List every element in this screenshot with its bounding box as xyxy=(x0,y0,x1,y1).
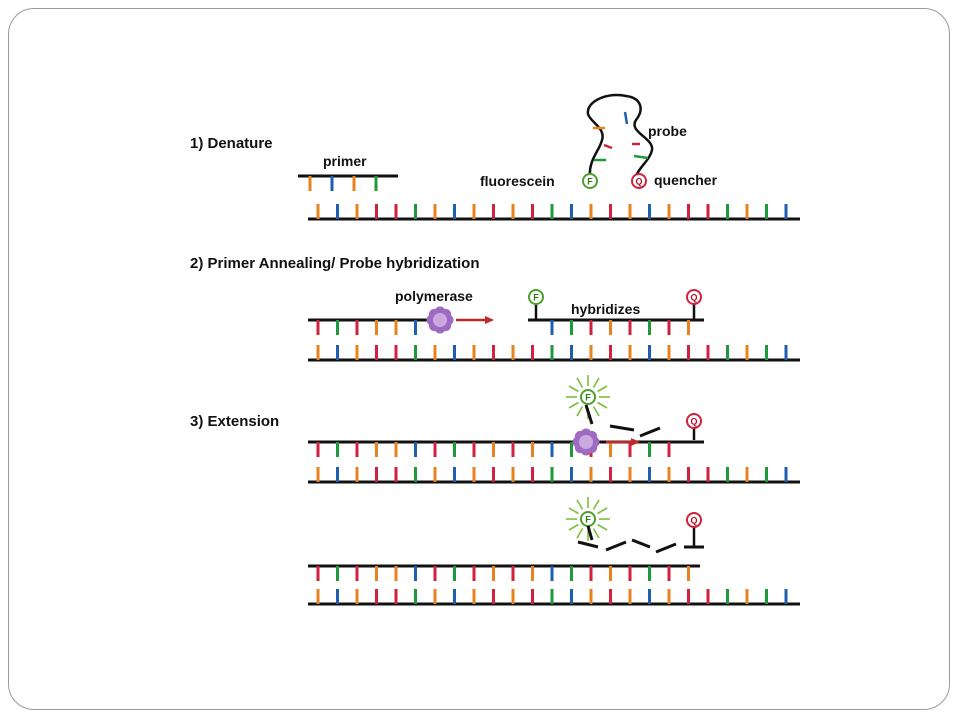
fluorescein-icon xyxy=(582,173,598,189)
probe-fragment xyxy=(584,404,594,425)
primer-bases-2 xyxy=(316,320,417,335)
panel-annealing: polymerase F Q hybridizes xyxy=(308,288,800,362)
probe-fragment xyxy=(577,540,599,549)
probe-base xyxy=(603,143,613,150)
glow-ray xyxy=(592,377,600,388)
glow-ray xyxy=(568,523,579,531)
primer-label: primer xyxy=(323,153,367,169)
glow-ray xyxy=(568,507,579,515)
glow-ray xyxy=(576,377,584,388)
glow-ray xyxy=(592,406,600,417)
quencher-icon xyxy=(686,512,702,528)
hybridizes-label: hybridizes xyxy=(571,301,640,317)
extended-bases-4 xyxy=(316,566,690,581)
probe-hairpin xyxy=(586,93,654,179)
primer-bases xyxy=(308,176,378,191)
svg-text:F: F xyxy=(585,515,591,525)
svg-text:Q: Q xyxy=(690,516,697,526)
glow-ray xyxy=(576,499,584,510)
svg-text:Q: Q xyxy=(690,293,697,303)
probe-fragment xyxy=(631,538,651,549)
template-bases-3 xyxy=(316,467,788,482)
panel-denature: primer probe fluorescein F Q quencher xyxy=(298,93,800,221)
glow-ray xyxy=(576,406,584,417)
svg-text:F: F xyxy=(533,293,539,303)
panel-extension: F Q xyxy=(308,375,800,484)
fluorescein-icon xyxy=(528,289,544,305)
fluorescein-label: fluorescein xyxy=(480,173,555,189)
template-bases-2 xyxy=(316,345,788,360)
extension-arrow-head xyxy=(485,316,494,324)
glow-ray xyxy=(597,507,608,515)
extension-arrow-head xyxy=(631,438,640,446)
template-bases-4 xyxy=(316,589,788,604)
step-1-label: 1) Denature xyxy=(190,135,273,152)
probe-fragment xyxy=(586,525,594,541)
probe-fragment xyxy=(639,426,661,438)
template-bases-1 xyxy=(316,204,788,219)
polymerase-core xyxy=(433,313,447,327)
polymerase-icon xyxy=(572,428,600,456)
quencher-icon xyxy=(686,289,702,305)
probe-fragment xyxy=(609,424,635,432)
probe-label: probe xyxy=(648,123,687,139)
probe-base xyxy=(623,111,629,125)
fluorescein-icon xyxy=(580,389,596,405)
probe-fragment xyxy=(605,540,627,552)
glow-ray xyxy=(597,401,608,409)
svg-text:F: F xyxy=(585,393,591,403)
step-2-label: 2) Primer Annealing/ Probe hybridization xyxy=(190,255,480,272)
quencher-icon xyxy=(686,413,702,429)
quencher-label: quencher xyxy=(654,172,718,188)
glow-ray xyxy=(597,385,608,393)
extended-bases-3 xyxy=(316,442,671,457)
step-3-label: 3) Extension xyxy=(190,413,279,430)
glow-ray xyxy=(568,401,579,409)
quencher-icon xyxy=(631,173,647,189)
glow-ray xyxy=(592,499,600,510)
svg-text:Q: Q xyxy=(635,177,642,187)
glow-ray xyxy=(568,385,579,393)
svg-text:F: F xyxy=(587,177,593,187)
polymerase-core xyxy=(579,435,593,449)
fluorescence-glow-icon xyxy=(566,497,610,541)
glow-ray xyxy=(597,523,608,531)
probe-base xyxy=(633,154,649,160)
probe-fragment xyxy=(655,542,677,554)
probe-bases-2 xyxy=(550,320,690,335)
polymerase-label: polymerase xyxy=(395,288,473,304)
glow-ray xyxy=(576,528,584,539)
svg-text:Q: Q xyxy=(690,417,697,427)
polymerase-icon xyxy=(426,306,454,334)
glow-ray xyxy=(592,528,600,539)
panel-cleavage: F Q xyxy=(308,497,800,606)
